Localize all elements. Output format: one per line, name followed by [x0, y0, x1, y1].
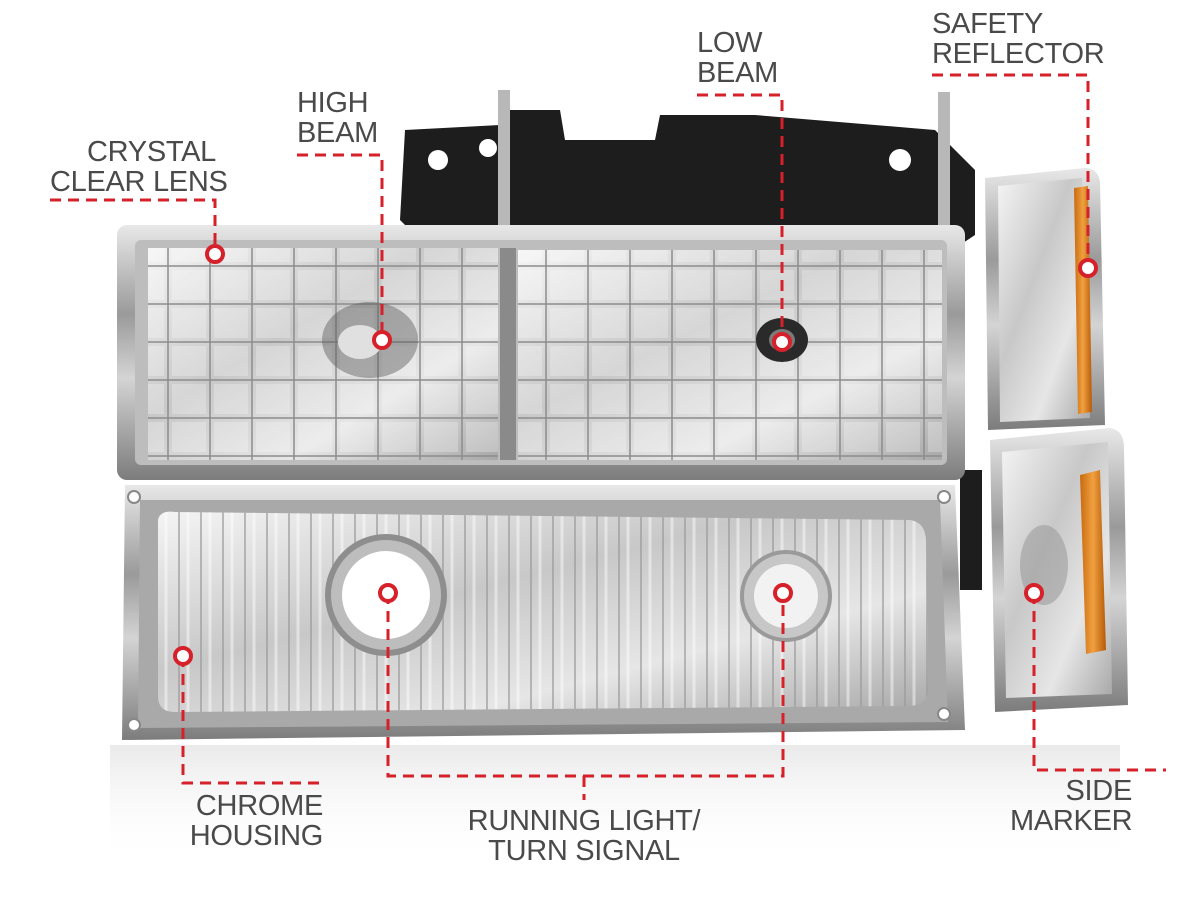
- callout-crystal-clear-lens: CRYSTAL CLEAR LENS: [50, 136, 228, 198]
- callout-side-marker: SIDE MARKER: [1010, 775, 1133, 837]
- callout-safety-reflector: SAFETY REFLECTOR: [932, 8, 1105, 70]
- callout-low-beam: LOW BEAM: [697, 28, 817, 88]
- callout-line: MARKER: [1010, 805, 1133, 837]
- corner-light-unit: [985, 168, 1128, 712]
- reflector-marker: [1078, 258, 1098, 278]
- callout-running-light: RUNNING LIGHT/ TURN SIGNAL: [456, 806, 712, 866]
- callout-line: BEAM: [297, 117, 378, 149]
- running-light-marker: [378, 583, 398, 603]
- housing-marker: [173, 646, 193, 666]
- callout-line: TURN SIGNAL: [488, 835, 680, 867]
- side-marker-marker: [1024, 583, 1044, 603]
- low-beam-marker: [772, 332, 792, 352]
- high-beam-marker: [372, 330, 392, 350]
- callout-line: SAFETY: [932, 8, 1043, 40]
- lens-marker: [205, 244, 225, 264]
- turn-signal-marker: [773, 583, 793, 603]
- callout-line: LOW: [697, 27, 763, 59]
- callout-line: REFLECTOR: [932, 38, 1105, 70]
- callout-line: CHROME: [195, 790, 323, 822]
- callout-line: RUNNING LIGHT/: [467, 805, 701, 837]
- headlamp-unit: [117, 225, 965, 480]
- callout-line: CRYSTAL: [87, 136, 216, 168]
- callout-line: SIDE: [1065, 775, 1133, 807]
- callout-leader-lines: [50, 73, 1166, 800]
- callout-line: HOUSING: [189, 820, 324, 852]
- callout-high-beam: HIGH BEAM: [297, 88, 417, 148]
- callout-chrome-housing: CHROME HOUSING: [180, 790, 324, 852]
- callout-line: HIGH: [297, 87, 369, 119]
- rear-bracket: [400, 90, 982, 590]
- running-light-unit: [122, 485, 965, 740]
- callout-line: BEAM: [697, 57, 778, 89]
- callout-markers: [173, 244, 1098, 666]
- callout-line: CLEAR LENS: [50, 166, 228, 198]
- floor-reflection: [110, 745, 1120, 865]
